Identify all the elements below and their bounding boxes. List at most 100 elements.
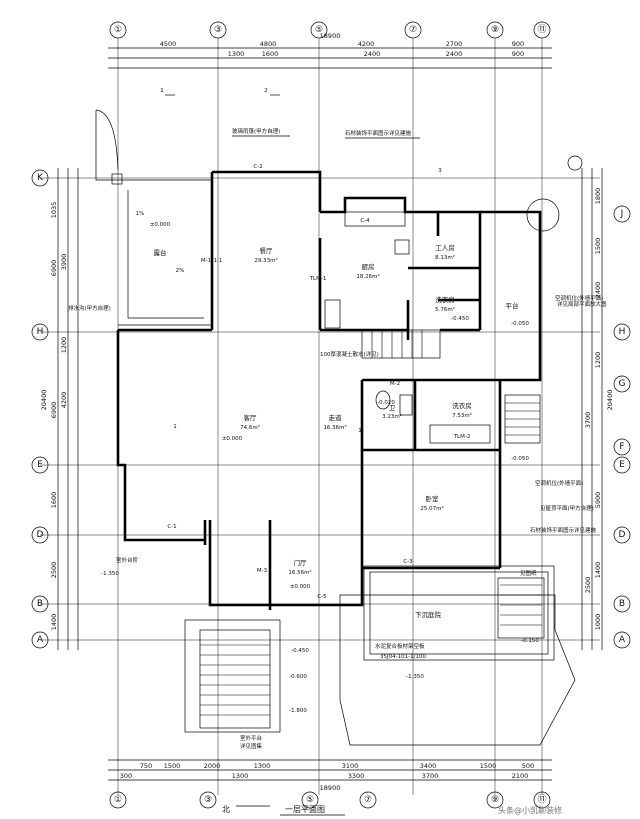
bathroom-fixtures	[375, 390, 491, 444]
axis-label: H	[37, 327, 44, 337]
axis-bubbles-right: J H G F E D B A	[613, 205, 631, 649]
axis-label: ⑨	[491, 25, 499, 35]
section-marks: 1 2 3 1 1	[160, 88, 442, 434]
dimension-label: 4200	[60, 392, 68, 409]
room-area-laundry-2: 7.53m²	[452, 412, 472, 419]
axis-label: B	[37, 599, 43, 609]
room-name-terrace: 露台	[154, 248, 167, 257]
section-mark: 1	[173, 424, 177, 430]
level-mark: -1.800	[289, 708, 307, 714]
dimension-label: 1000	[594, 614, 602, 631]
dimension-label: 3100	[342, 762, 359, 770]
window-tag: C-3	[403, 559, 413, 565]
dimension-label: 2100	[512, 772, 529, 780]
dimension-label: 300	[120, 772, 132, 780]
section-mark: 2	[264, 88, 268, 94]
dimension-label: 4500	[160, 40, 177, 48]
note-text: 详见图集	[240, 742, 263, 750]
room-area-wc: 3.23m²	[382, 413, 402, 420]
opening-tags: C-1 C-2 C-3 C-4 C-5 M-1 M-2 M-3 TLM-1 TL…	[136, 164, 471, 600]
room-name-sunken-court: 下沉庭院	[415, 610, 442, 619]
dimension-label: 3900	[60, 254, 68, 271]
window-tag: C-2	[253, 164, 262, 170]
dimension-label: 1600	[262, 50, 279, 58]
dimension-label: 1300	[254, 762, 271, 770]
note-text: 空调机位(外墙平面)	[555, 294, 603, 302]
axis-label: ⑦	[409, 25, 417, 35]
axis-bubble: ⑨	[486, 21, 504, 39]
axis-bubble: A	[613, 631, 631, 649]
room-area-laundry: 5.76m²	[435, 306, 455, 313]
axis-bubble: ⑨	[486, 791, 504, 809]
axis-label: ①	[114, 25, 122, 35]
dimension-label: 2500	[584, 577, 592, 594]
axis-label: ⑤	[306, 795, 314, 805]
dimension-label: 1300	[228, 50, 245, 58]
level-mark: -1.350	[101, 571, 119, 577]
dimension-label: 1500	[164, 762, 181, 770]
note-text: 水泥复合板材架空板	[375, 642, 425, 650]
kitchen-fixtures	[324, 211, 410, 329]
dimension-total: 20400	[606, 390, 614, 411]
axis-label: ①	[114, 795, 122, 805]
dimension-label: 2500	[50, 562, 58, 579]
dimension-label: 1400	[594, 562, 602, 579]
dimension-label: 1035	[50, 202, 58, 219]
slope-tag: 2%	[176, 268, 185, 274]
axis-bubble: H	[31, 323, 49, 341]
note-text: 详见局部平面放大图	[557, 300, 607, 308]
level-mark: ±0.000	[150, 222, 171, 228]
level-mark: -1.350	[406, 674, 424, 680]
dimension-lines	[57, 47, 603, 781]
axis-bubble: K	[31, 169, 49, 187]
door-tag: M-1	[201, 258, 211, 264]
room-name-living: 客厅	[244, 413, 258, 422]
level-mark: -0.050	[511, 456, 529, 462]
axis-bubble: ⑤	[301, 791, 319, 809]
axis-label: H	[619, 327, 626, 337]
dimension-label: 1400	[50, 614, 58, 631]
room-name-laundry: 洗衣房	[435, 295, 455, 304]
axis-label: A	[619, 635, 626, 645]
dimension-label: 3300	[348, 772, 365, 780]
dimension-text-top: 4500 4800 4200 2700 900 1300 1600 2400 2…	[160, 32, 524, 58]
note-text: 见屋顶平面(甲方自理)	[540, 504, 594, 512]
axis-bubbles-top: ① ③ ⑤ ⑦ ⑨ ⑪	[109, 21, 551, 39]
axis-label: ⑦	[364, 795, 372, 805]
axis-label: K	[37, 173, 44, 183]
axis-bubble: ⑤	[310, 21, 328, 39]
section-mark: 3	[438, 168, 442, 174]
scale-tag: 1:1	[214, 258, 223, 264]
room-area-bedroom: 25.07m²	[420, 505, 443, 512]
axis-label: ⑤	[315, 25, 323, 35]
axis-bubble: B	[31, 595, 49, 613]
axis-label: E	[37, 460, 43, 470]
dimension-total: 18900	[320, 784, 341, 792]
level-mark: -0.050	[511, 321, 529, 327]
axis-label: ③	[204, 795, 212, 805]
axis-label: B	[619, 599, 625, 609]
level-mark: -0.600	[289, 674, 307, 680]
note-text: 空调机位(外墙平面)	[535, 479, 583, 487]
level-mark: ±0.000	[222, 436, 243, 442]
note-text: 石材装饰平面图示详见建施	[530, 526, 597, 534]
axis-label: ③	[214, 25, 222, 35]
dimension-label: 750	[140, 762, 152, 770]
stair-right	[504, 394, 541, 444]
axis-label: ⑨	[491, 795, 499, 805]
level-mark: -0.150	[521, 638, 539, 644]
axis-bubble: D	[31, 526, 49, 544]
dimension-label: 2700	[446, 40, 463, 48]
dimension-label: 1600	[50, 492, 58, 509]
room-labels: 餐厅 29.33m² 厨房 18.26m² 露台 工人房 8.13m² 洗衣房 …	[154, 243, 519, 619]
axis-bubble: ①	[109, 791, 127, 809]
axis-bubble: B	[613, 595, 631, 613]
axis-label: ⑪	[537, 24, 546, 35]
column-circle	[526, 155, 583, 232]
dimension-label: 500	[522, 762, 534, 770]
level-mark: -0.020	[377, 400, 395, 406]
room-name-laundry-2: 洗衣房	[452, 401, 472, 410]
grid-lines	[40, 38, 600, 795]
level-marks: ±0.000 ±0.000 -0.450 -0.050 -0.020 ±0.00…	[101, 222, 539, 714]
axis-label: E	[619, 460, 625, 470]
